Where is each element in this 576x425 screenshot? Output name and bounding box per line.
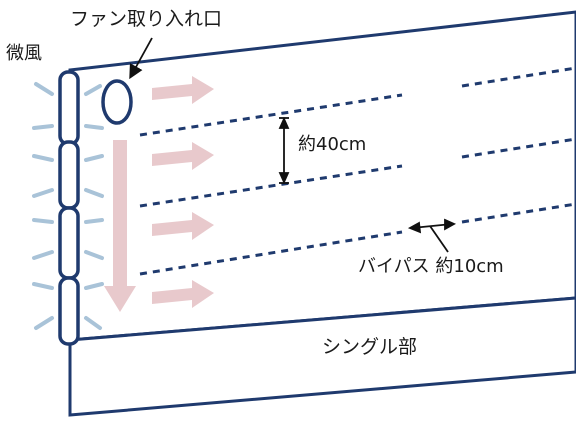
bypass-label: バイパス 約10cm xyxy=(358,256,504,277)
double-panel xyxy=(68,10,576,342)
fan-intake-leader xyxy=(129,37,153,80)
bypass-dimension-arrow xyxy=(407,218,457,253)
inflow-arrows xyxy=(152,76,214,308)
single-section-label: シングル部 xyxy=(322,336,418,358)
breeze-arrows xyxy=(32,82,104,330)
fan-intake-oval xyxy=(101,79,133,125)
partition-lines xyxy=(139,66,576,276)
gap-dimension-arrow xyxy=(278,116,290,185)
gap-label: 約40cm xyxy=(298,134,367,155)
breeze-label: 微風 xyxy=(6,43,42,64)
downward-flow-arrow xyxy=(104,140,136,312)
single-panel xyxy=(68,296,576,417)
edge-tube xyxy=(58,70,80,346)
fan-intake-label: ファン取り入れ口 xyxy=(70,8,223,30)
